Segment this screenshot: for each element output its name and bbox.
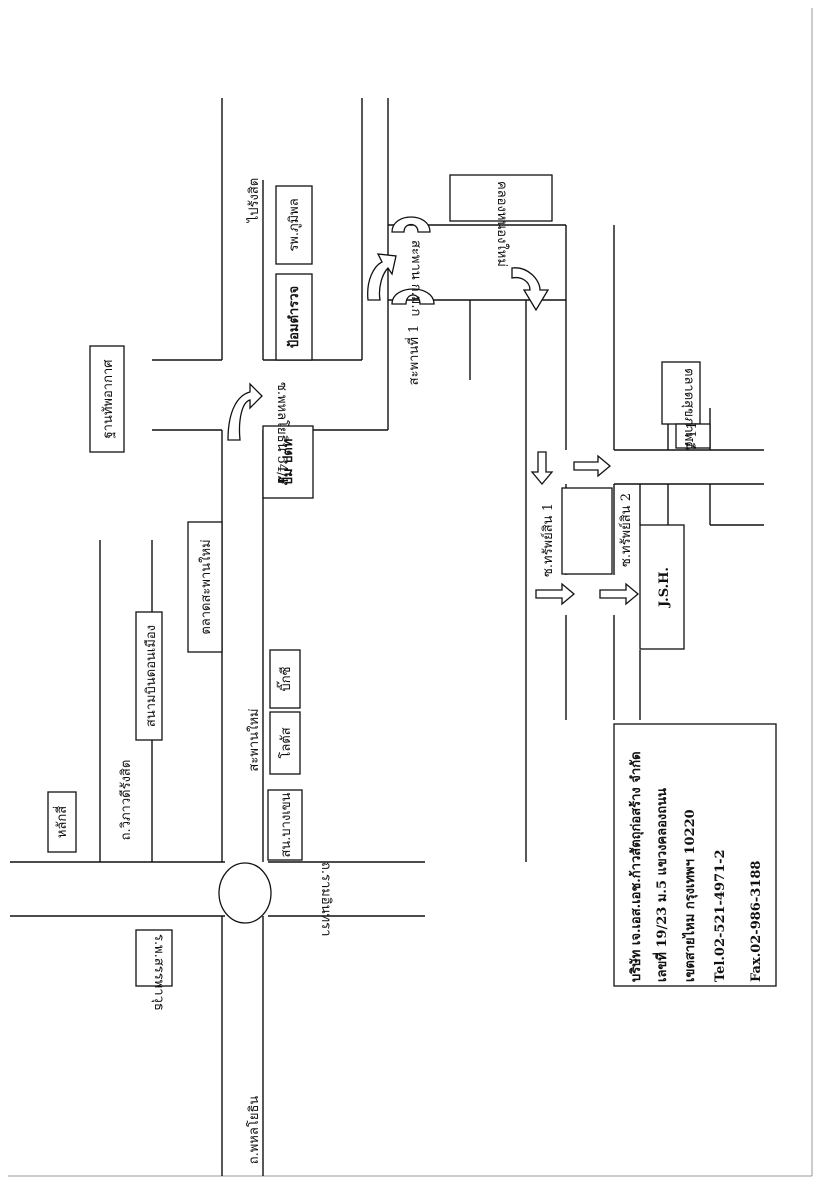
label-saphan-mai: สะพานใหม่ xyxy=(246,708,262,771)
label-donmueang-airport: สนามบินดอนเมือง xyxy=(143,625,159,727)
company-tel: Tel.02-521-4971-2 xyxy=(713,849,728,982)
company-fax: Fax.02-986-3188 xyxy=(749,861,764,982)
company-address-1: เลขที่ 19/23 ม.5 แขวงคลองถนน xyxy=(652,788,670,982)
company-name: บริษัท เจ.เอส.เอช.ก้าวสัตถุก่อสร้าง จำกั… xyxy=(628,751,644,982)
label-sap1: ซ.ทรัพย์สิน 1 xyxy=(540,503,556,577)
label-seven: 7-11 xyxy=(685,421,700,450)
label-airbase: ฐานทัพอากาศ xyxy=(101,359,116,439)
label-vibhavadi: ถ.วิภาวดีรังสิต xyxy=(118,760,134,841)
label-khlong: คลองหนองใหม่ xyxy=(494,181,510,267)
label-lotus: โลตัส xyxy=(278,727,294,758)
label-lakasi: หลักสี่ xyxy=(53,806,70,838)
label-ptt: ปั๊ม ปตท xyxy=(278,439,296,486)
label-sap2: ซ.ทรัพย์สิน 2 xyxy=(618,493,634,567)
label-bhumipol: รพ.ภูมิพล xyxy=(287,198,302,251)
label-school: ตลาดสุขภาพดี xyxy=(681,368,697,450)
label-ramintra: ถ.รามอินทรา xyxy=(318,862,333,936)
label-zoo: ร.พ.สรรพาวุธ xyxy=(151,934,166,1011)
label-jsh: J.S.H. xyxy=(657,567,672,608)
direction-arrows xyxy=(227,216,640,606)
label-rangsit: ไปรังสิต xyxy=(246,178,262,224)
label-saphan1: สะพานที่ 1 xyxy=(405,325,422,386)
label-bridge-kmk: สะพาน ก.ม.ก xyxy=(408,240,423,316)
label-market: ตลาดสะพานใหม่ xyxy=(198,539,214,634)
label-bangkhen: สน.บางเขน xyxy=(279,792,294,857)
label-police: ป้อมตำรวจ xyxy=(286,286,302,348)
label-bigc: บิ๊กซี xyxy=(276,666,294,691)
company-address-2: เขตสายไหม กรุงเทพฯ 10220 xyxy=(681,809,698,982)
roads xyxy=(10,98,764,1176)
place-boxes xyxy=(47,174,777,987)
label-soi54: ซ.พหลโยธิน 54/1 xyxy=(274,382,290,485)
roundabout xyxy=(218,862,272,924)
company-info: บริษัท เจ.เอส.เอช.ก้าวสัตถุก่อสร้าง จำกั… xyxy=(628,751,764,982)
label-phahonyothin: ถ.พหลโยธิน xyxy=(246,1096,262,1165)
labels: หลักสี่ สนามบินดอนเมือง ถ.วิภาวดีรังสิต … xyxy=(53,178,700,1165)
